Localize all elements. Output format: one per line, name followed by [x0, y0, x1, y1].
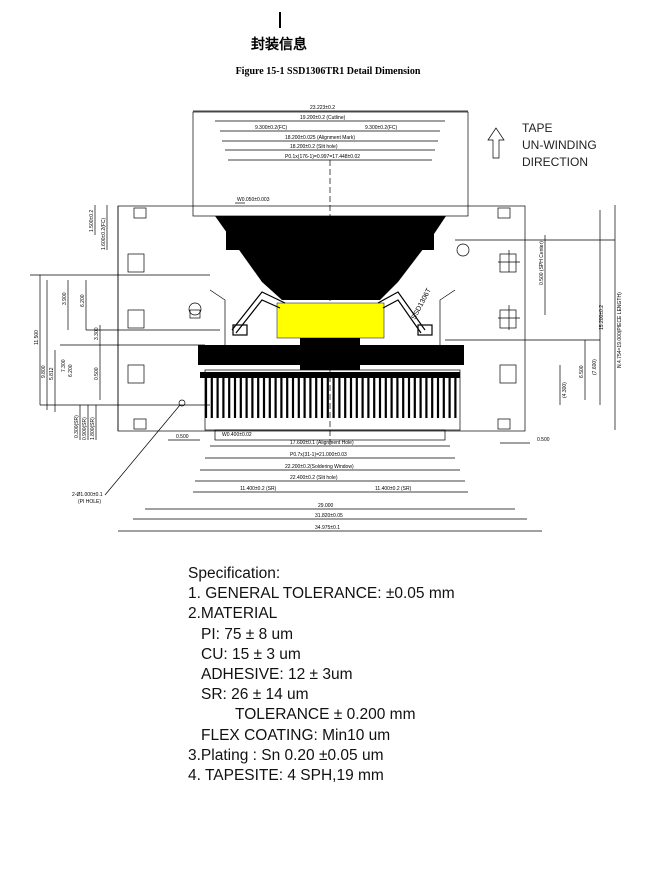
- spec-material: 2.MATERIAL: [188, 605, 278, 623]
- dim-label: 11.400±0.2 (SR): [375, 486, 412, 492]
- dim-label: 0.300(SR): [74, 415, 80, 438]
- dim-label: 29.000: [318, 503, 334, 509]
- dim-label: 9.300±0.2(FC): [255, 125, 288, 131]
- spec-cu: CU: 15 ± 3 um: [201, 645, 301, 663]
- dim-label: (4.300): [562, 382, 568, 398]
- dim-label: 0.900(SR): [82, 417, 88, 440]
- dim-label: 6.200: [68, 364, 74, 377]
- spec-pi: PI: 75 ± 8 um: [201, 625, 294, 643]
- tape-label-line: TAPE: [522, 121, 552, 135]
- dim-label: 0.500: [94, 367, 100, 380]
- dim-label: 18.200±0.025 (Alignment Mark): [285, 135, 355, 141]
- dim-label: P0.1x(176-1)=0.997=17.448±0.02: [285, 154, 360, 160]
- dim-label: 18.200±0.2 (Slit hole): [290, 144, 338, 150]
- dim-label: (PI HOLE): [78, 499, 101, 505]
- dim-label: 5.812: [49, 367, 55, 380]
- spec-flex-coating: FLEX COATING: Min10 um: [201, 726, 391, 744]
- dim-label: 11.400±0.2 (SR): [240, 486, 277, 492]
- dim-label: 31.820±0.05: [315, 513, 343, 519]
- dim-label: 17.600±0.1 (Alignment Hole): [290, 440, 354, 446]
- figure-title: Figure 15-1 SSD1306TR1 Detail Dimension: [235, 66, 421, 77]
- dim-label: 0.500: [537, 437, 550, 443]
- dimension-drawing: 23.223±0.2 19.200±0.2 (Cutline) 9.300±0.…: [30, 105, 623, 532]
- dim-label: 2-Ø1.000±0.1: [72, 492, 103, 498]
- tape-label-line: UN-WINDING: [522, 138, 597, 152]
- dim-label: W0.400±0.02: [222, 432, 252, 438]
- dim-label: 15.200±0.2: [599, 305, 605, 330]
- dim-label: 9.800: [41, 365, 47, 378]
- dim-label: 3.300: [94, 327, 100, 340]
- spec-sr-tolerance: TOLERANCE ± 0.200 mm: [235, 706, 416, 724]
- dim-label: 6.500: [579, 365, 585, 378]
- spec-heading: Specification:: [188, 565, 281, 582]
- dim-label: N.4.754=19.000(PIECE LENGTH): [617, 292, 623, 368]
- spec-adhesive: ADHESIVE: 12 ± 3um: [201, 666, 353, 684]
- dim-label: 22.200±0.2(Soldering Window): [285, 464, 354, 470]
- dim-label: 1.600±0.2(FC): [101, 217, 107, 250]
- dim-label: 1.500±0.2: [89, 210, 95, 232]
- page-heading: 封装信息: [251, 37, 307, 53]
- dim-label: 23.223±0.2: [310, 105, 335, 111]
- dim-label: 19.200±0.2 (Cutline): [300, 115, 346, 121]
- dim-label: (7.600): [592, 359, 598, 375]
- dim-label: 34.975±0.1: [315, 525, 340, 531]
- spec-tolerance: 1. GENERAL TOLERANCE: ±0.05 mm: [188, 585, 455, 603]
- dim-label: 0.500 (SPH Center): [539, 241, 545, 285]
- chip-label: SSD1306T: [411, 287, 434, 321]
- dim-label: 11.500: [34, 330, 40, 345]
- dim-label: P0.7x(31-1)=21.000±0.03: [290, 452, 347, 458]
- tape-label-line: DIRECTION: [522, 155, 588, 169]
- dim-label: 1.800(SR): [90, 417, 96, 440]
- text-cursor-marker: [279, 12, 281, 28]
- specification-block: Specification: 1. GENERAL TOLERANCE: ±0.…: [188, 564, 455, 786]
- dim-label: 0.500: [176, 434, 189, 440]
- dim-label: 22.400±0.2 (Slit hole): [290, 475, 338, 481]
- dim-label: 9.300±0.2(FC): [365, 125, 398, 131]
- dim-label: 7.300: [61, 359, 67, 372]
- spec-sr: SR: 26 ± 14 um: [201, 686, 309, 704]
- spec-tapesite: 4. TAPESITE: 4 SPH,19 mm: [188, 767, 384, 785]
- dim-label: W0.050±0.003: [237, 197, 270, 203]
- spec-plating: 3.Plating : Sn 0.20 ±0.05 um: [188, 746, 384, 764]
- dim-label: 3.900: [62, 292, 68, 305]
- dim-label: 6.200: [80, 294, 86, 307]
